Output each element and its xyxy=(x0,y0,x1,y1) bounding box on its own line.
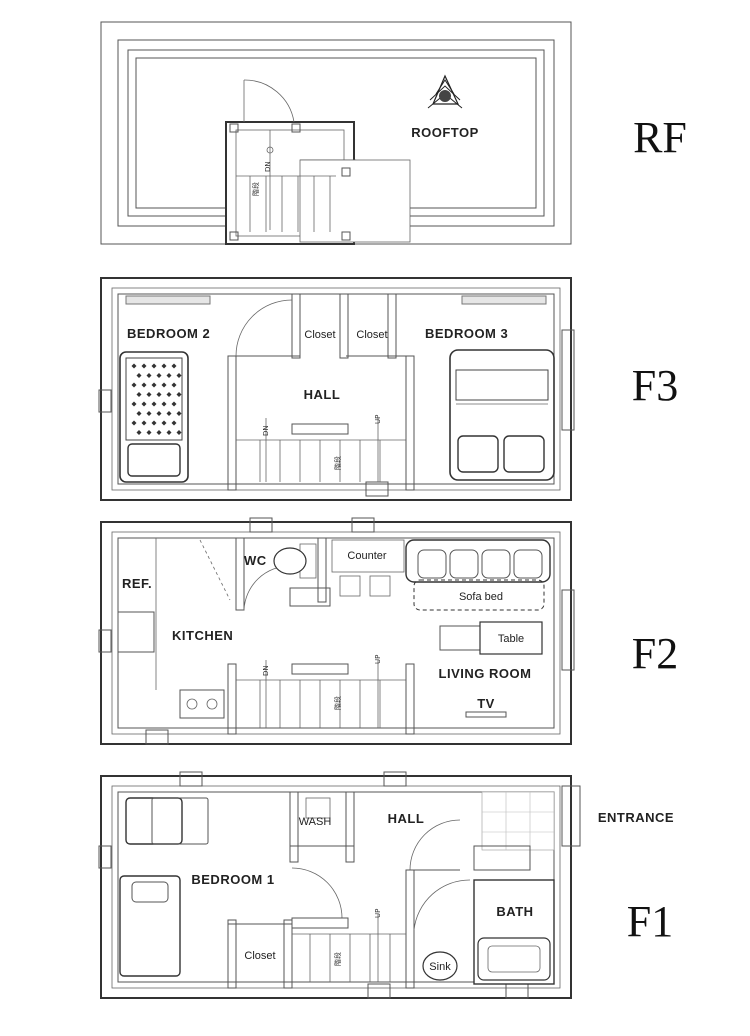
third-floor-plan: BEDROOM 2 Closet Closet BEDROOM 3 HALL D… xyxy=(98,277,678,501)
wash-label: WASH xyxy=(299,816,332,828)
stair-dn-label: DN xyxy=(264,161,272,172)
hall-label: HALL xyxy=(388,811,425,826)
bedroom-2-label: BEDROOM 2 xyxy=(127,326,210,341)
bed-icon xyxy=(449,349,555,481)
stair-up-label: UP xyxy=(374,909,382,918)
stair-kanji-label: 階段 xyxy=(251,182,260,196)
bed-icon xyxy=(119,351,189,483)
bedroom-1-label: BEDROOM 1 xyxy=(191,872,274,887)
wc-label: WC xyxy=(244,553,267,568)
first-floor-plan: WASH HALL ENTRANCE BEDROOM 1 BATH Closet… xyxy=(98,771,674,999)
floor-label-rf: RF xyxy=(633,113,687,162)
sink-label: Sink xyxy=(429,961,451,973)
table-label: Table xyxy=(498,633,524,645)
bath-label: BATH xyxy=(496,904,533,919)
living-room-label: LIVING ROOM xyxy=(439,666,532,681)
hall-label: HALL xyxy=(304,387,341,402)
stair-dn-label: DN xyxy=(262,425,270,436)
entrance-label: ENTRANCE xyxy=(598,810,674,825)
ref-label: REF. xyxy=(122,576,152,591)
floor-label-f1: F1 xyxy=(627,897,673,946)
kitchen-label: KITCHEN xyxy=(172,628,233,643)
toilet-icon xyxy=(273,543,317,579)
tv-label: TV xyxy=(477,696,495,711)
floor-label-f3: F3 xyxy=(632,361,678,410)
stair-kanji-label: 階段 xyxy=(333,456,342,470)
sofa-bed-label: Sofa bed xyxy=(459,591,503,603)
second-floor-plan: WC Counter Sofa bed REF. KITCHEN Table L… xyxy=(98,517,678,745)
closet-a-label: Closet xyxy=(304,329,335,341)
stair-up-label: UP xyxy=(374,415,382,424)
plant-icon xyxy=(427,74,463,109)
closet-label: Closet xyxy=(244,950,275,962)
rooftop-floor-plan: ROOFTOP DN 階段 RF xyxy=(100,21,687,245)
bed-icon xyxy=(119,875,181,977)
stair-kanji-label: 階段 xyxy=(333,696,342,710)
bedroom-3-label: BEDROOM 3 xyxy=(425,326,508,341)
stair-kanji-label: 階段 xyxy=(333,952,342,966)
counter-label: Counter xyxy=(347,550,386,562)
stair-up-label: UP xyxy=(374,655,382,664)
entrance-tiles xyxy=(481,791,555,851)
rooftop-label: ROOFTOP xyxy=(411,125,479,140)
sofa-bed-icon xyxy=(405,539,551,611)
bed-icon xyxy=(125,797,209,845)
stair-dn-label: DN xyxy=(262,665,270,676)
floor-label-f2: F2 xyxy=(632,629,678,678)
closet-b-label: Closet xyxy=(356,329,387,341)
